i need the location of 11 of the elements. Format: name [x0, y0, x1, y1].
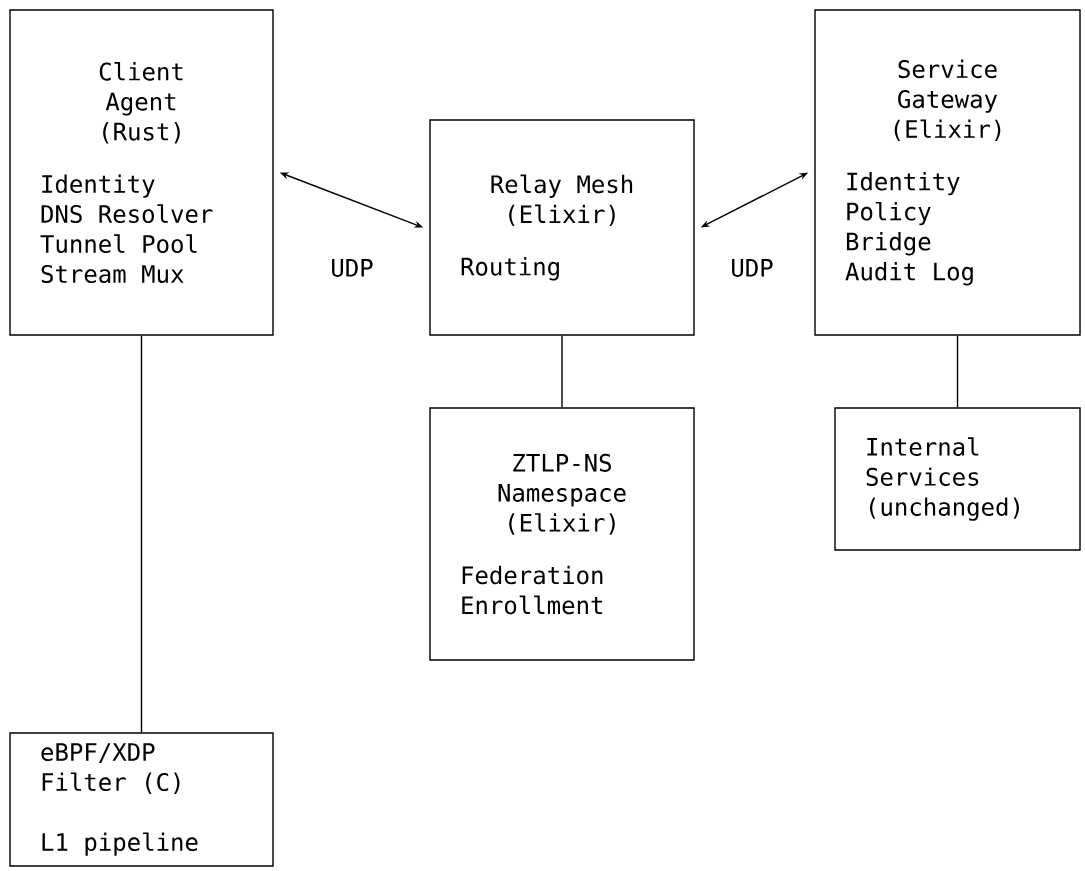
- component-box: eBPF/XDP Filter (C) L1 pipeline: [9, 732, 274, 867]
- connector: [956, 335, 959, 408]
- edge-label: UDP: [728, 257, 776, 279]
- edge-label: UDP: [328, 257, 376, 279]
- connector: [140, 335, 143, 733]
- component-box: Internal Services (unchanged): [834, 407, 1081, 551]
- component-box: Service Gateway (Elixir) Identity Policy Bridge Audit Log: [814, 9, 1081, 336]
- component-box: Client Agent (Rust) Identity DNS Resolver Tunnel Pool Stream Mux: [9, 9, 274, 336]
- connector: [561, 335, 563, 408]
- component-box: Relay Mesh (Elixir) Routing: [429, 119, 695, 336]
- component-box: ZTLP-NS Namespace (Elixir) Federation Enrollment: [429, 407, 695, 661]
